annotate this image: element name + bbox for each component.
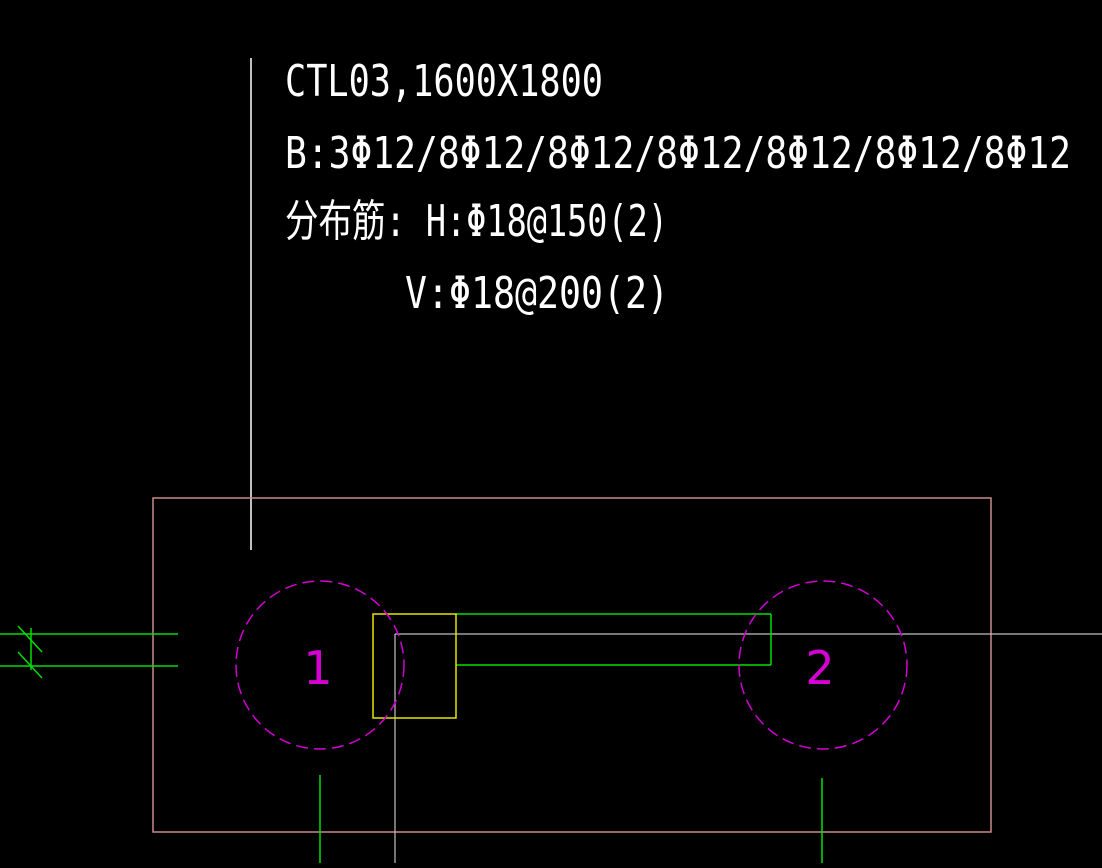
left-beam-break-mark-lower (17, 651, 43, 679)
left-tie-beam[interactable] (0, 625, 178, 679)
pile-1[interactable]: 1 (235, 580, 405, 750)
distribution-rebar-vertical-spec: V:Φ18@200(2) (405, 268, 669, 319)
pile-cap-outline[interactable] (152, 497, 992, 833)
pile-1-label: 1 (303, 641, 332, 695)
pile-2[interactable]: 2 (738, 580, 908, 750)
pile-cap-title: CTL03,1600X1800 (285, 56, 603, 107)
pile-2-label: 2 (805, 641, 834, 695)
connecting-tie-beam[interactable] (456, 613, 772, 666)
pile-2-circle (738, 580, 908, 750)
distribution-rebar-horizontal-spec: 分布筋: H:Φ18@150(2) (285, 196, 668, 247)
annotation-block: CTL03,1600X1800 B:3Φ12/8Φ12/8Φ12/8Φ12/8Φ… (285, 56, 1071, 319)
left-beam-break-mark-upper (17, 625, 43, 653)
bottom-reinforcement-spec: B:3Φ12/8Φ12/8Φ12/8Φ12/8Φ12/8Φ12/8Φ12 (285, 128, 1071, 179)
column-outline[interactable] (372, 613, 457, 719)
pile-1-circle (235, 580, 405, 750)
